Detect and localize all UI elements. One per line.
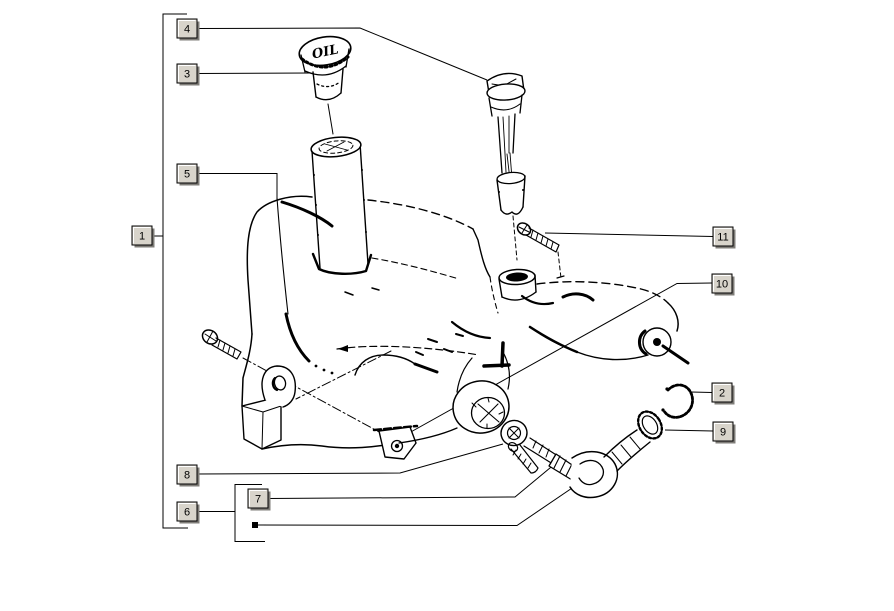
callout-1[interactable]: 1 xyxy=(131,225,155,248)
callout-5-label: 5 xyxy=(184,169,190,181)
callout-3-label: 3 xyxy=(184,69,190,81)
leader-10 xyxy=(399,282,713,439)
oil-level-sensor xyxy=(486,72,526,261)
leader-3 xyxy=(196,72,312,74)
callout-9-label: 9 xyxy=(720,427,726,439)
callout-2-label: 2 xyxy=(719,388,725,400)
callout-10[interactable]: 10 xyxy=(711,273,735,296)
hose-leader-dot xyxy=(252,522,258,528)
callout-3[interactable]: 3 xyxy=(176,63,200,86)
leader-lines xyxy=(152,13,714,542)
callout-8[interactable]: 8 xyxy=(176,464,200,487)
callout-9[interactable]: 9 xyxy=(712,421,736,444)
bracket-group-1 xyxy=(162,13,188,529)
leader-7 xyxy=(267,457,563,499)
detail-dots xyxy=(313,169,524,236)
leader-4 xyxy=(196,27,488,81)
circlip xyxy=(661,383,694,419)
callout-8-label: 8 xyxy=(184,470,190,482)
cap-oil-text: OIL xyxy=(311,42,340,62)
callout-10-label: 10 xyxy=(716,279,728,291)
oil-tank-drawing: OIL xyxy=(201,35,694,499)
tap-fitting xyxy=(500,419,539,474)
callout-7-label: 7 xyxy=(255,494,261,506)
callout-6-label: 6 xyxy=(184,507,190,519)
callout-1-label: 1 xyxy=(139,231,145,243)
hose-end-ring xyxy=(636,410,664,440)
callout-11[interactable]: 11 xyxy=(712,226,736,249)
callout-tags: 1 2 3 4 5 6 xyxy=(131,18,736,524)
callout-4-label: 4 xyxy=(184,24,190,36)
filler-cap: OIL xyxy=(298,35,352,135)
hose-assembly xyxy=(523,429,651,499)
filler-neck xyxy=(310,136,373,275)
callout-5[interactable]: 5 xyxy=(176,163,200,186)
leader-hose xyxy=(256,483,579,527)
leader-8 xyxy=(195,443,504,475)
leader-2 xyxy=(690,391,713,393)
tank-body xyxy=(241,195,690,460)
bracket-group-6 xyxy=(234,484,265,542)
leader-5 xyxy=(197,173,278,198)
callout-2[interactable]: 2 xyxy=(711,382,735,405)
leader-9 xyxy=(664,429,714,432)
leader-11 xyxy=(544,232,714,237)
screw-11 xyxy=(516,222,565,279)
callout-6[interactable]: 6 xyxy=(176,501,200,524)
callout-7[interactable]: 7 xyxy=(247,488,271,511)
callout-4[interactable]: 4 xyxy=(176,18,200,41)
callout-11-label: 11 xyxy=(717,232,728,244)
